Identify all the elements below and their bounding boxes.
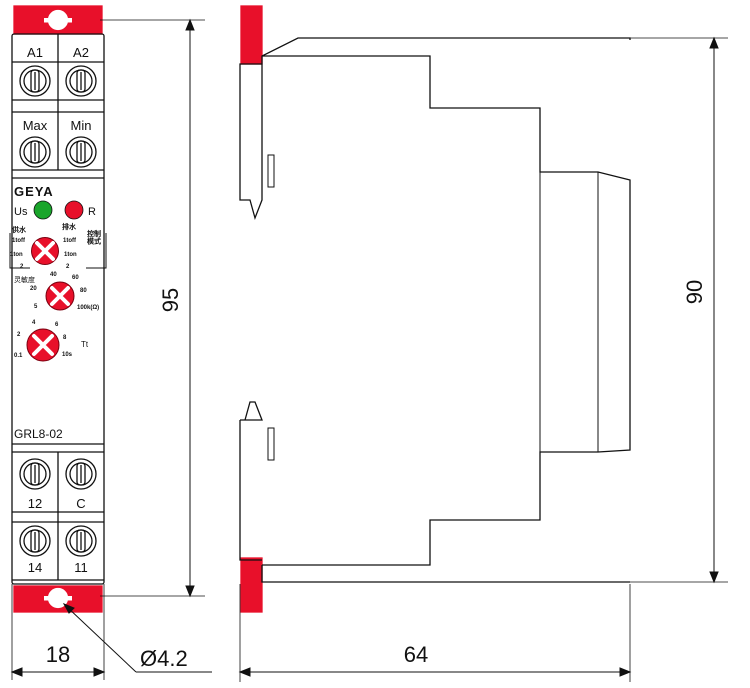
knob3-label: Tt xyxy=(81,340,89,349)
knob2-scale-100k: 100k(Ω) xyxy=(77,305,99,311)
model-number: GRL8-02 xyxy=(14,427,63,441)
knob1-left-c: 2 xyxy=(20,264,24,270)
dimension-64: 64 xyxy=(404,642,428,667)
terminal-label-12: 12 xyxy=(28,496,42,511)
terminal-label-c: C xyxy=(76,496,85,511)
knob3-scale-6: 6 xyxy=(55,322,59,328)
knob3-scale-4: 4 xyxy=(32,320,36,326)
terminal-label-a2: A2 xyxy=(73,45,89,60)
screw-max xyxy=(19,136,51,168)
time-knob xyxy=(26,328,60,362)
us-led-label: Us xyxy=(14,206,28,218)
side-view xyxy=(239,5,631,613)
knob2-scale-60: 60 xyxy=(72,275,79,281)
screw-12 xyxy=(19,458,51,490)
r-led-label: R xyxy=(88,206,96,218)
dimension-90: 90 xyxy=(682,280,707,304)
terminal-label-min: Min xyxy=(71,118,92,133)
dimension-95: 95 xyxy=(158,288,183,312)
r-led xyxy=(64,200,84,220)
screw-14 xyxy=(19,525,51,557)
terminal-label-a1: A1 xyxy=(27,45,43,60)
knob3-scale-10s: 10s xyxy=(62,352,73,358)
terminal-label-14: 14 xyxy=(28,560,42,575)
knob2-scale-20: 20 xyxy=(30,286,37,292)
knob3-scale-2: 2 xyxy=(17,332,21,338)
us-led xyxy=(33,200,53,220)
knob1-left-a: 1toff xyxy=(12,238,26,244)
knob1-right-a: 1toff xyxy=(63,238,77,244)
knob1-right-b: 1ton xyxy=(64,252,77,258)
screw-a1 xyxy=(19,65,51,97)
screw-c xyxy=(65,458,97,490)
knob2-scale-80: 80 xyxy=(80,288,87,294)
terminal-label-11: 11 xyxy=(74,560,88,575)
dimension-lines xyxy=(10,18,728,682)
screw-11 xyxy=(65,525,97,557)
knob1-right-top: 排水 xyxy=(62,222,77,231)
knob1-left-b: 1ton xyxy=(10,252,23,258)
side-top-clip xyxy=(240,5,263,65)
knob2-scale-5: 5 xyxy=(34,304,38,310)
dimension-hole: Ø4.2 xyxy=(140,646,188,671)
knob1-left-top: 供水 xyxy=(11,225,27,234)
front-view xyxy=(9,5,107,613)
brand-logo: GEYA xyxy=(14,184,54,199)
knob2-scale-40: 40 xyxy=(50,272,57,278)
screw-min xyxy=(65,136,97,168)
screw-a2 xyxy=(65,65,97,97)
knob2-label: 灵敏度 xyxy=(14,275,35,284)
mode-knob xyxy=(31,237,59,265)
terminal-label-max: Max xyxy=(23,118,48,133)
dimension-18: 18 xyxy=(46,642,70,667)
knob1-right-label: 控制模式 xyxy=(87,229,101,246)
sensitivity-knob xyxy=(45,281,75,311)
knob3-scale-8: 8 xyxy=(63,335,67,341)
knob1-right-c: 2 xyxy=(66,264,70,270)
side-profile xyxy=(239,37,631,583)
side-bottom-clip xyxy=(240,557,263,613)
knob3-scale-01: 0.1 xyxy=(14,353,23,359)
